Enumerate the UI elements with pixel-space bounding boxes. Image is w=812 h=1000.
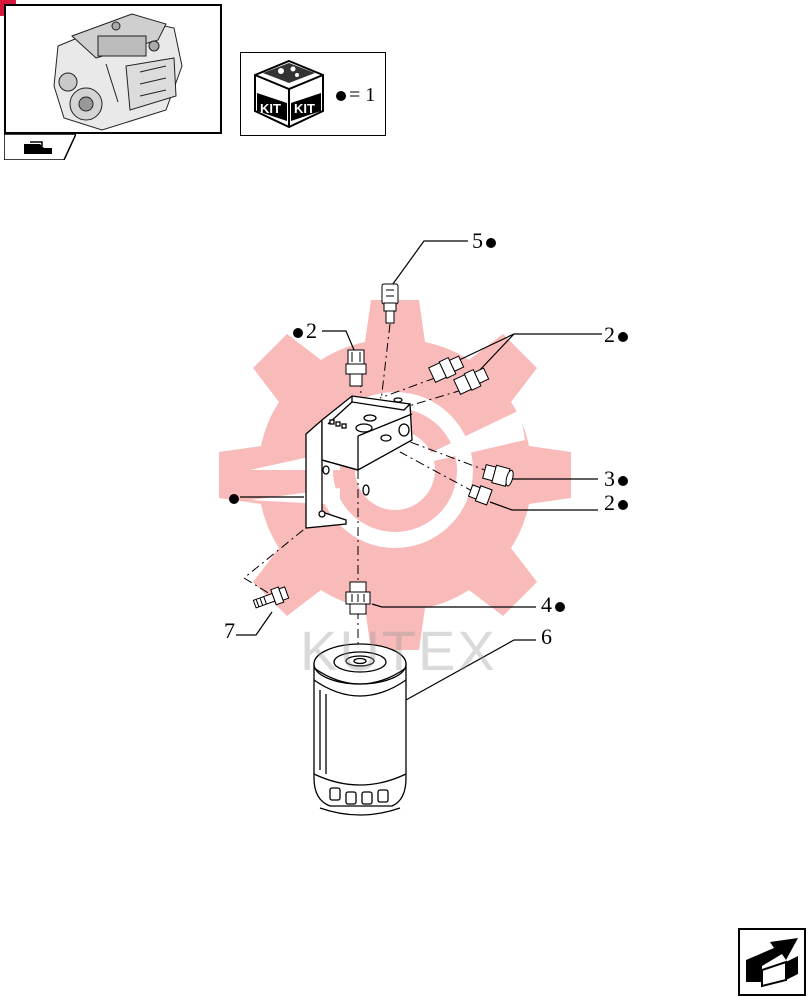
kit-dot-icon — [229, 493, 239, 504]
callout-5-number: 5 — [472, 228, 483, 253]
kit-equation-text: = 1 — [349, 84, 376, 106]
callout-3-number: 3 — [604, 466, 615, 491]
folder-arrow-icon — [24, 141, 52, 154]
watermark-text: KUTEX — [300, 619, 497, 682]
engine-thumbnail-icon — [53, 13, 183, 131]
fitting-left-part — [345, 349, 367, 387]
kit-equation: = 1 — [336, 84, 375, 107]
bolt-part — [252, 586, 290, 609]
callout-4: 4 — [541, 594, 568, 616]
callout-6-number: 6 — [541, 624, 552, 649]
callout-bracket — [226, 486, 242, 508]
callout-7: 7 — [224, 620, 235, 642]
kit-box-icon: KIT KIT — [254, 59, 324, 129]
callout-2-left: 2 — [290, 320, 317, 342]
kit-dot-icon — [555, 601, 565, 612]
kit-dot-icon — [336, 91, 346, 102]
kit-dot-icon — [618, 475, 628, 486]
watermark-gear-icon — [219, 300, 571, 650]
callout-2-right: 2 — [604, 324, 631, 346]
callout-2-left-number: 2 — [306, 318, 317, 343]
kit-label-right: KIT — [294, 101, 315, 116]
fittings-upper-right-part — [428, 355, 490, 395]
engine-thumbnail[interactable] — [4, 4, 222, 134]
callout-5: 5 — [472, 230, 499, 252]
kit-dot-icon — [293, 327, 303, 338]
callout-2-lower-number: 2 — [604, 490, 615, 515]
callout-2-lower: 2 — [604, 492, 631, 514]
kit-dot-icon — [618, 331, 628, 342]
kit-label-left: KIT — [260, 101, 281, 116]
center-fitting-part — [345, 581, 371, 615]
next-page-arrow-icon — [746, 938, 798, 988]
next-page-button[interactable] — [738, 928, 806, 996]
filter-head-bracket-part — [305, 395, 413, 529]
callout-7-number: 7 — [224, 618, 235, 643]
pressure-sensor-part — [381, 283, 399, 324]
callout-6: 6 — [541, 626, 552, 648]
kit-legend: KIT KIT — [240, 52, 386, 136]
kit-dot-icon — [618, 499, 628, 510]
callout-3: 3 — [604, 468, 631, 490]
kit-dot-icon — [486, 237, 496, 248]
folder-tab[interactable] — [4, 134, 76, 160]
fuel-filter-cartridge-part — [313, 643, 407, 816]
callout-2-right-number: 2 — [604, 322, 615, 347]
callout-4-number: 4 — [541, 592, 552, 617]
fittings-lower-right-part — [467, 464, 514, 506]
